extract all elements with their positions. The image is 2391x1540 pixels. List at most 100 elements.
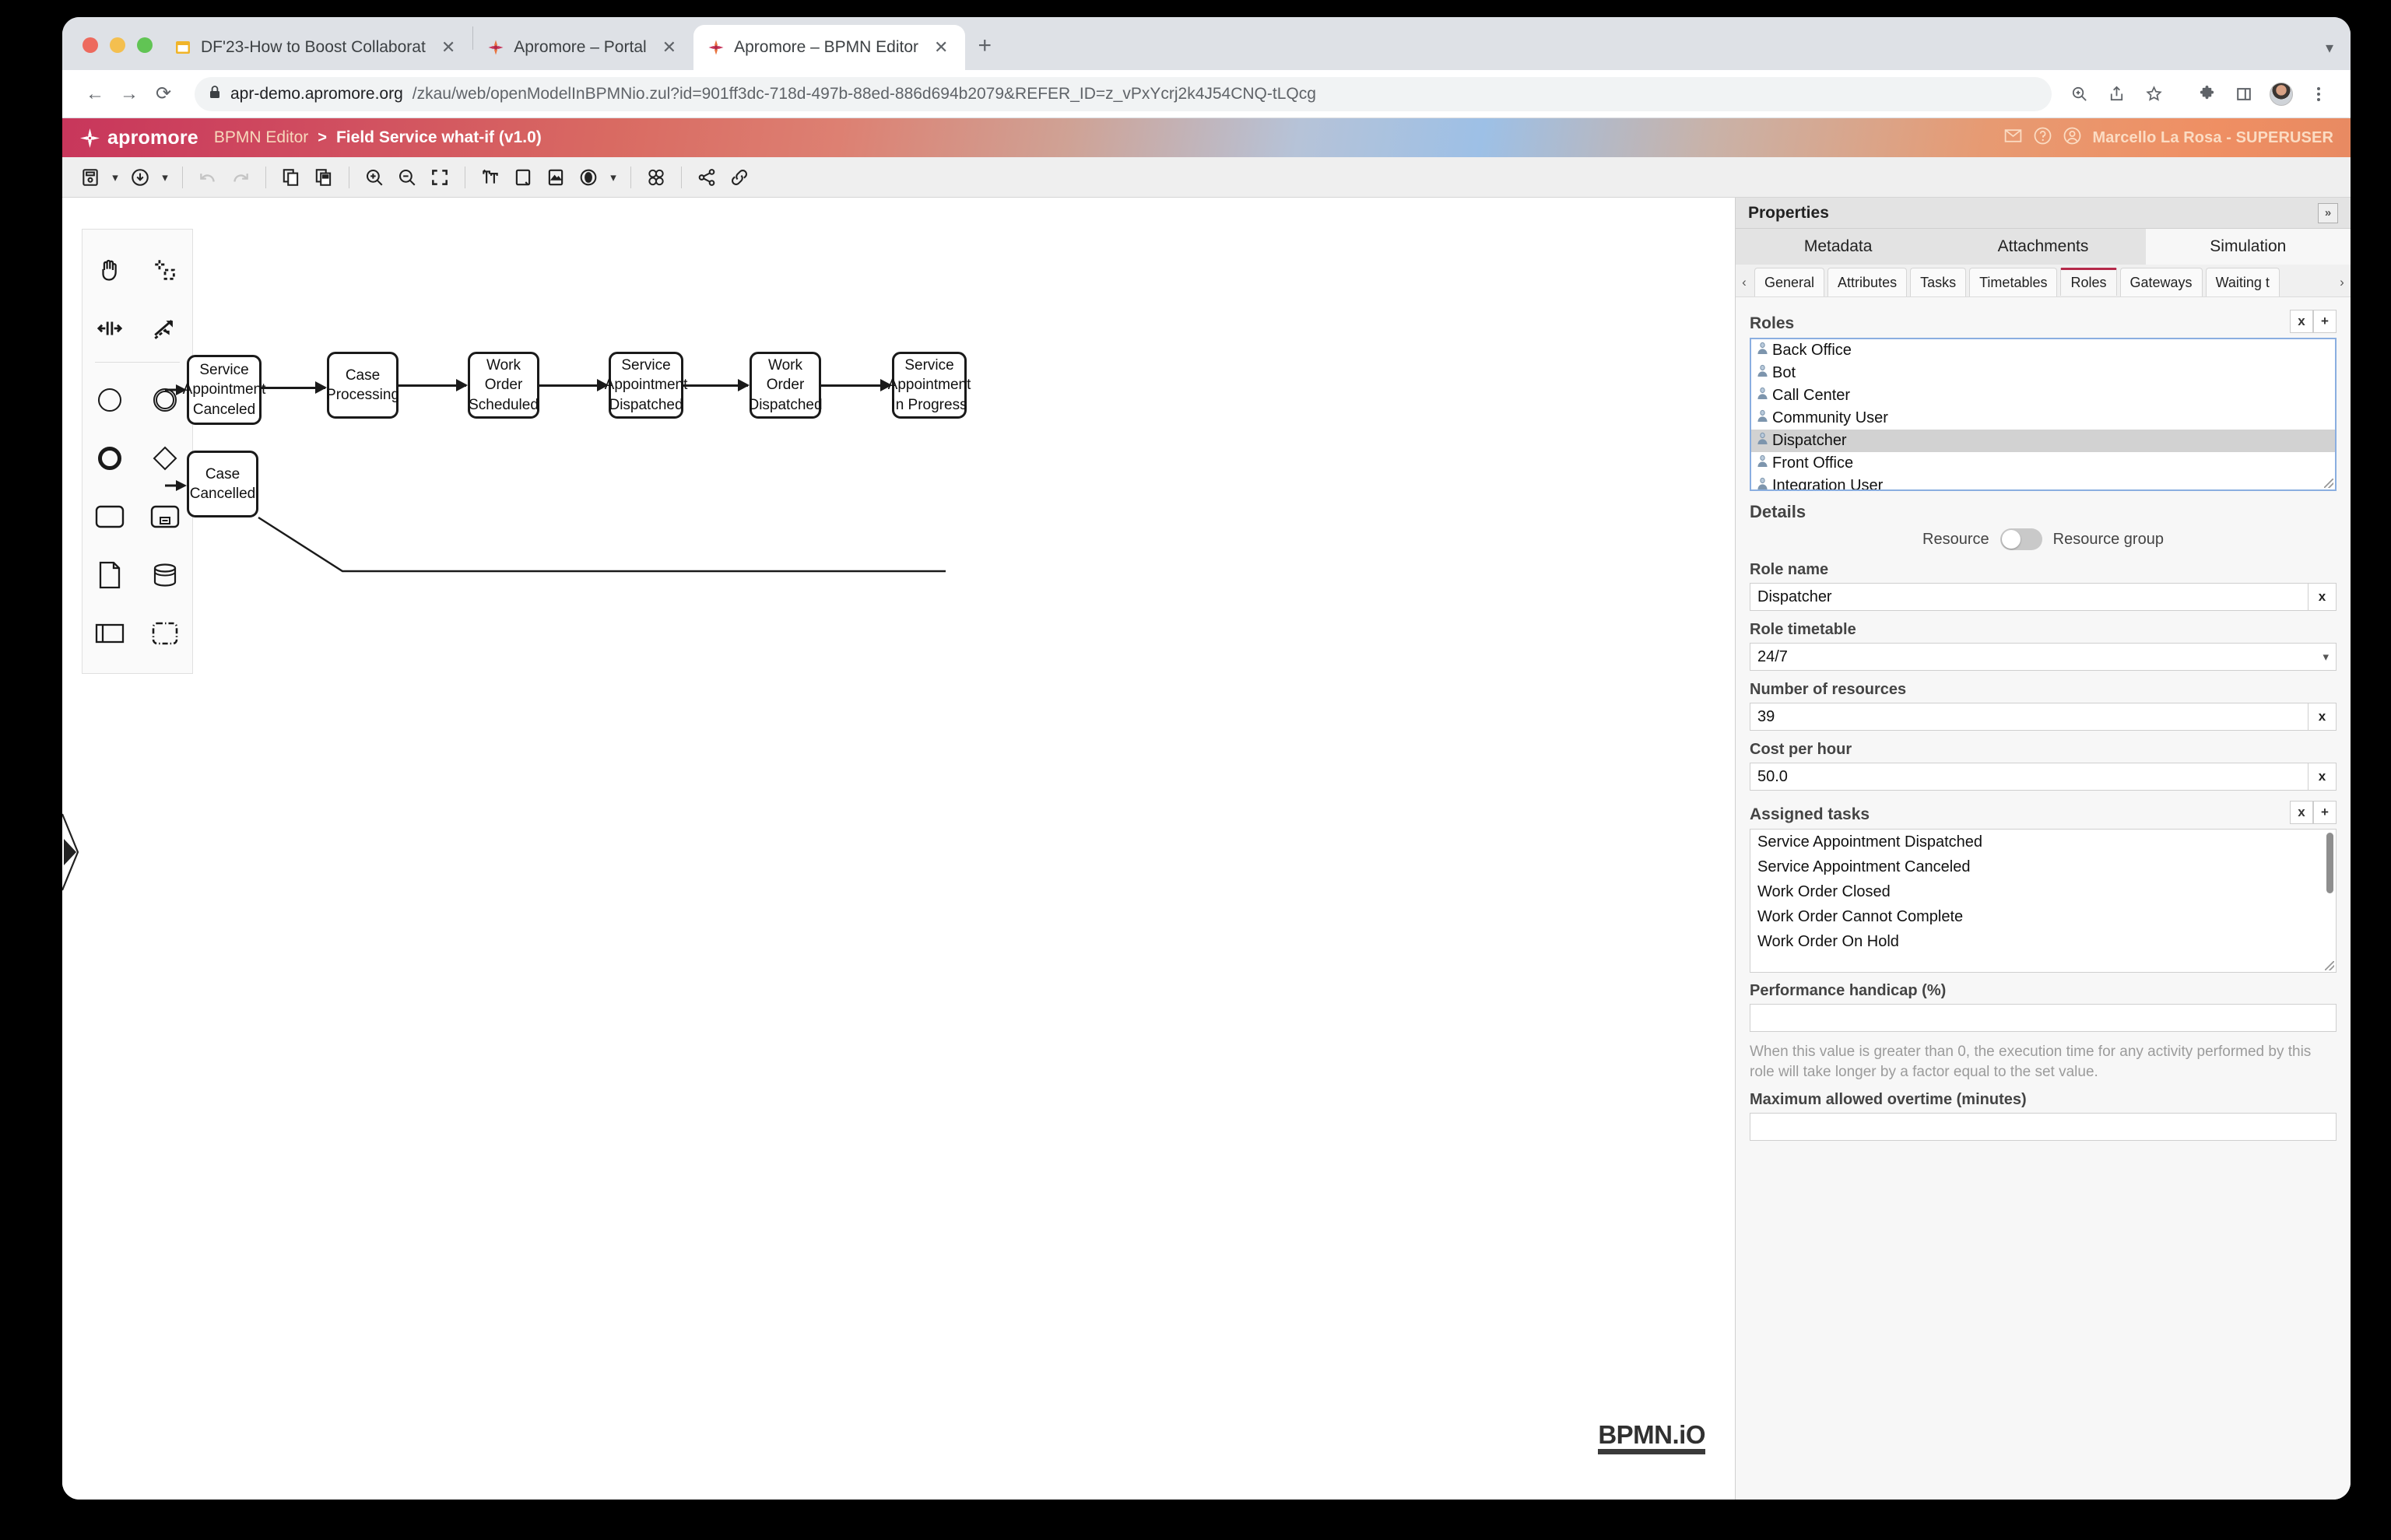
copy-icon[interactable] — [276, 162, 307, 193]
subtabs-next-button[interactable]: › — [2340, 274, 2344, 289]
simulation-icon[interactable] — [641, 162, 672, 193]
profile-avatar[interactable] — [2265, 78, 2298, 111]
assigned-task-item[interactable]: Work Order On Hold — [1757, 932, 1899, 950]
save-icon[interactable] — [75, 162, 106, 193]
assigned-task-item[interactable]: Work Order Closed — [1757, 882, 1891, 900]
bpmn-task-n6[interactable]: Service Appointment In Progress — [888, 352, 971, 419]
mail-icon[interactable] — [2003, 126, 2023, 149]
zoom-out-icon[interactable] — [391, 162, 423, 193]
add-role-button[interactable]: + — [2313, 310, 2337, 333]
panel-collapse-handle[interactable] — [62, 809, 79, 895]
user-label[interactable]: Marcello La Rosa - SUPERUSER — [2092, 128, 2333, 146]
visibility-icon[interactable] — [573, 162, 604, 193]
role-list-item[interactable]: Dispatcher — [1751, 430, 2335, 452]
tab-strip-chevron-icon[interactable]: ▾ — [2325, 40, 2333, 57]
share-icon[interactable] — [2100, 78, 2133, 111]
assigned-task-item[interactable]: Service Appointment Canceled — [1757, 858, 1971, 875]
simulation-subtab-timetables[interactable]: Timetables — [1969, 268, 2058, 296]
chevron-double-right-icon[interactable]: » — [2318, 202, 2338, 223]
role-list-item[interactable]: Front Office — [1751, 452, 2335, 475]
shape-style-icon[interactable] — [507, 162, 539, 193]
role-list-item[interactable]: Integration User — [1751, 475, 2335, 489]
zoom-icon[interactable] — [2063, 78, 2095, 111]
bpmn-task-n4[interactable]: Service Appointment Dispatched — [605, 352, 687, 419]
bpmn-sequence-flow[interactable] — [539, 379, 609, 391]
forward-button[interactable]: → — [120, 82, 139, 104]
bpmn-task-n1[interactable]: Service Appointment Canceled — [183, 355, 265, 425]
bpmn-sequence-flow[interactable] — [683, 379, 750, 391]
download-icon[interactable] — [125, 162, 156, 193]
gateway-icon[interactable] — [138, 429, 193, 487]
role-name-input[interactable]: Dispatcher — [1750, 583, 2308, 611]
remove-role-button[interactable]: x — [2290, 310, 2313, 333]
visibility-dropdown-caret-icon[interactable]: ▾ — [610, 170, 616, 184]
close-tab-button[interactable]: ✕ — [934, 37, 949, 57]
reload-button[interactable]: ⟳ — [155, 83, 172, 104]
performance-handicap-input[interactable] — [1750, 1004, 2337, 1032]
font-size-icon[interactable] — [475, 162, 506, 193]
role-list-item[interactable]: Back Office — [1751, 339, 2335, 362]
task-icon[interactable] — [83, 487, 138, 545]
cost-per-hour-input[interactable]: 50.0 — [1750, 763, 2308, 791]
zoom-in-icon[interactable] — [359, 162, 390, 193]
space-tool-icon[interactable] — [83, 299, 138, 357]
properties-tab-attachments[interactable]: Attachments — [1940, 229, 2146, 265]
role-list-item[interactable]: Bot — [1751, 362, 2335, 384]
number-of-resources-input[interactable]: 39 — [1750, 703, 2308, 731]
data-object-icon[interactable] — [83, 545, 138, 604]
breadcrumb-app[interactable]: BPMN Editor — [213, 128, 309, 146]
account-icon[interactable] — [2063, 126, 2082, 149]
participant-icon[interactable] — [83, 604, 138, 662]
apromore-logo[interactable]: apromore — [79, 127, 198, 149]
role-name-clear-button[interactable]: x — [2308, 583, 2337, 611]
new-tab-button[interactable]: + — [978, 33, 992, 58]
bookmark-star-icon[interactable] — [2137, 78, 2170, 111]
browser-tab-2[interactable]: Apromore – Portal ✕ — [473, 25, 693, 70]
role-list-item[interactable]: Community User — [1751, 407, 2335, 430]
simulation-subtab-gateways[interactable]: Gateways — [2119, 268, 2203, 296]
assigned-tasks-resizer[interactable] — [2325, 961, 2334, 970]
undo-icon[interactable] — [192, 162, 223, 193]
window-traffic-lights[interactable] — [83, 37, 153, 53]
simulation-subtab-attributes[interactable]: Attributes — [1827, 268, 1908, 296]
download-dropdown-caret-icon[interactable]: ▾ — [162, 170, 168, 184]
fit-screen-icon[interactable] — [424, 162, 455, 193]
back-button[interactable]: ← — [86, 82, 104, 104]
roles-listbox-resizer[interactable] — [2324, 479, 2333, 488]
minimize-window-button[interactable] — [110, 37, 125, 53]
save-dropdown-caret-icon[interactable]: ▾ — [112, 170, 118, 184]
bpmn-task-n5[interactable]: Work Order Dispatched — [748, 352, 823, 419]
properties-tab-simulation[interactable]: Simulation — [2145, 229, 2351, 265]
redo-icon[interactable] — [225, 162, 256, 193]
subtabs-prev-button[interactable]: ‹ — [1742, 274, 1747, 289]
role-timetable-select[interactable]: 24/7 ▾ — [1750, 643, 2337, 671]
address-bar[interactable]: apr-demo.apromore.org /zkau/web/openMode… — [195, 76, 2052, 111]
hand-tool-icon[interactable] — [83, 240, 138, 299]
properties-tab-metadata[interactable]: Metadata — [1736, 229, 1941, 265]
intermediate-event-icon[interactable] — [83, 429, 138, 487]
subprocess-icon[interactable] — [138, 487, 193, 545]
resource-group-toggle[interactable] — [2000, 528, 2042, 550]
maximum-overtime-input[interactable] — [1750, 1113, 2337, 1142]
close-tab-button[interactable]: ✕ — [441, 37, 456, 57]
paste-icon[interactable] — [308, 162, 339, 193]
bpmn-palette[interactable] — [82, 229, 193, 674]
extensions-icon[interactable] — [2190, 78, 2223, 111]
start-event-icon[interactable] — [83, 370, 138, 429]
bpmn-task-n3[interactable]: Work Order Scheduled — [468, 352, 539, 419]
role-list-item[interactable]: Call Center — [1751, 384, 2335, 407]
close-window-button[interactable] — [83, 37, 98, 53]
browser-menu-icon[interactable] — [2302, 78, 2335, 111]
data-store-icon[interactable] — [138, 545, 193, 604]
bpmn-sequence-flow[interactable] — [821, 379, 892, 391]
maximize-window-button[interactable] — [137, 37, 153, 53]
assigned-tasks-scrollbar[interactable] — [2326, 833, 2333, 893]
end-event-icon[interactable] — [138, 370, 193, 429]
lasso-tool-icon[interactable] — [138, 240, 193, 299]
simulation-subtab-general[interactable]: General — [1754, 268, 1825, 296]
number-of-resources-clear-button[interactable]: x — [2308, 703, 2337, 731]
assigned-task-item[interactable]: Service Appointment Dispatched — [1757, 833, 1983, 851]
